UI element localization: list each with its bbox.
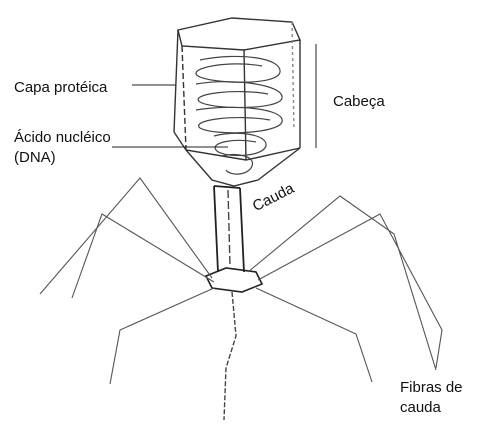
dna-coil: [196, 56, 282, 174]
leader-lines: [112, 44, 316, 148]
tail-core: [228, 190, 230, 266]
tail-collar: [214, 186, 240, 188]
fiber-3: [248, 196, 436, 370]
head-edge-back-right: [292, 22, 294, 130]
phage-head: [174, 18, 300, 186]
fiber-1: [40, 178, 212, 294]
base-plate: [206, 268, 262, 292]
label-acido-nucleico: Ácido nucléico: [14, 128, 111, 147]
label-dna: (DNA): [14, 148, 56, 167]
fiber-2: [72, 214, 214, 298]
head-edge-left: [174, 30, 178, 132]
label-fibras-cauda: cauda: [400, 398, 441, 417]
head-edge-front-left: [182, 46, 186, 150]
fiber-5: [110, 288, 214, 384]
label-fibras-de: Fibras de: [400, 378, 463, 397]
tail-sheath-right: [240, 188, 244, 272]
label-capa-proteica: Capa protéica: [14, 78, 107, 97]
phage-tail: [214, 186, 244, 272]
tail-pins: [224, 292, 236, 420]
fiber-6: [256, 288, 372, 382]
label-cabeca: Cabeça: [333, 92, 385, 111]
tail-sheath-left: [214, 186, 218, 272]
fiber-4: [258, 214, 442, 368]
head-edge-front: [244, 50, 246, 160]
head-neck: [186, 148, 300, 186]
head-top-face: [178, 18, 300, 50]
